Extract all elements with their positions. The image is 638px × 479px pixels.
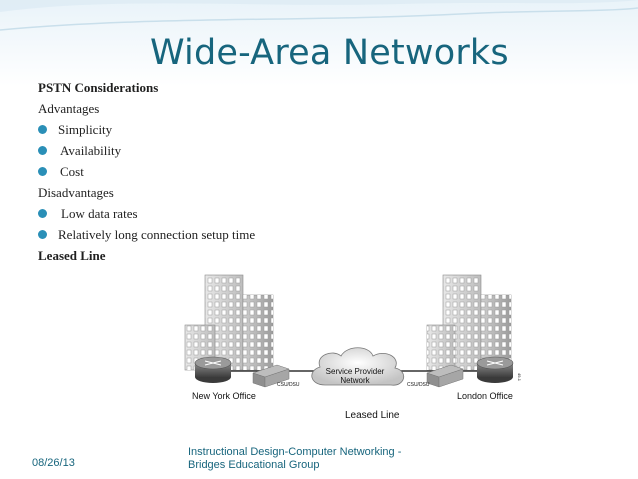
bullet-item: Relatively long connection setup time: [38, 227, 318, 243]
leased-line-caption: Leased Line: [345, 410, 400, 421]
figure-ref-code: 49-1: [517, 373, 522, 382]
bullet-icon: [38, 209, 47, 218]
bullet-item: Availability: [38, 143, 238, 159]
bullet-icon: [38, 146, 47, 155]
footer-credit-line1: Instructional Design-Computer Networking…: [188, 446, 402, 458]
right-csu-dsu-icon: [426, 364, 464, 388]
bullet-text: Relatively long connection setup time: [58, 227, 256, 242]
bullet-icon: [38, 167, 47, 176]
left-csu-dsu-icon: [252, 364, 290, 388]
footer-credit: Instructional Design-Computer Networking…: [188, 446, 428, 472]
bullet-text: Availability: [60, 143, 122, 158]
section-heading: PSTN Considerations: [38, 80, 159, 95]
bullet-item: Simplicity: [38, 122, 238, 138]
left-building-icon: [184, 274, 274, 371]
leased-line-diagram: Service Provider Network CSU/DSU CSU/DSU…: [165, 245, 549, 429]
service-provider-cloud-icon: [311, 347, 404, 386]
network-diagram-graphic: [184, 274, 514, 388]
right-router-icon: [476, 356, 514, 383]
csu-dsu-label-left: CSU/DSU: [277, 382, 300, 388]
leased-line-heading: Leased Line: [38, 248, 106, 263]
cloud-label-line1: Service Provider: [325, 367, 385, 376]
cloud-label-line2: Network: [340, 376, 370, 385]
bullet-text: Cost: [60, 164, 84, 179]
slide-title: Wide-Area Networks: [150, 33, 509, 73]
advantages-label: Advantages: [38, 101, 100, 116]
london-office-label: London Office: [457, 391, 513, 401]
bullet-icon: [38, 230, 47, 239]
left-router-icon: [194, 356, 232, 383]
new-york-office-label: New York Office: [192, 391, 256, 401]
bullet-item: Low data rates: [38, 206, 238, 222]
footer-date: 08/26/13: [32, 457, 75, 469]
right-building-icon: [426, 274, 512, 371]
bullet-text: Low data rates: [61, 206, 138, 221]
disadvantages-label: Disadvantages: [38, 185, 114, 200]
csu-dsu-label-right: CSU/DSU: [407, 382, 430, 388]
bullet-item: Cost: [38, 164, 238, 180]
bullet-icon: [38, 125, 47, 134]
footer-credit-line2: Bridges Educational Group: [188, 459, 320, 471]
bullet-text: Simplicity: [58, 122, 113, 137]
